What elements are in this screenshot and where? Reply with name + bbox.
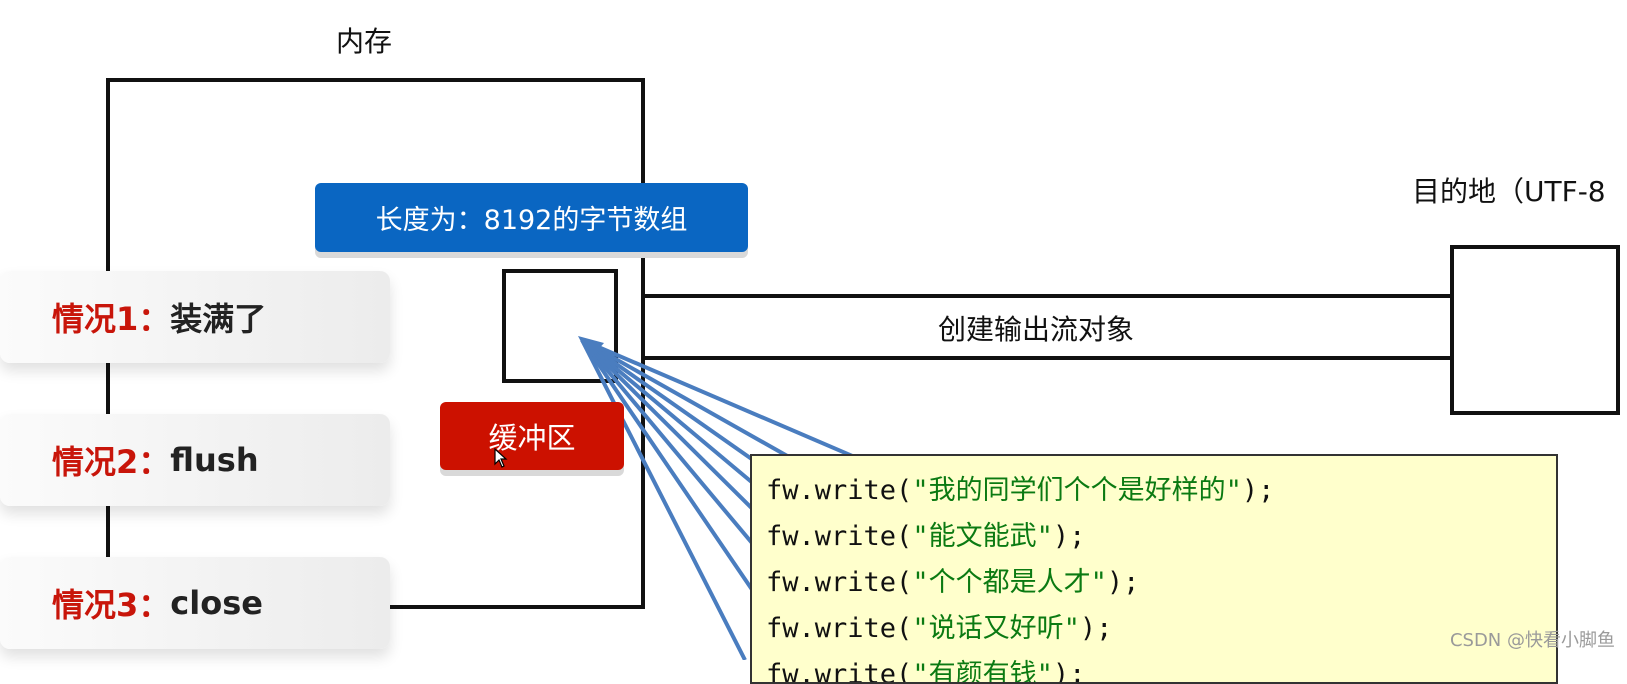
code-line: fw.write("能文能武"); xyxy=(766,521,1086,552)
case-1-prefix: 情况1： xyxy=(52,300,171,338)
case-2-prefix: 情况2： xyxy=(52,443,171,481)
arrow-8 xyxy=(580,339,747,660)
stream-label: 创建输出流对象 xyxy=(938,313,1135,346)
code-line: fw.write("个个都是人才"); xyxy=(766,567,1140,598)
case-2-text: flush xyxy=(170,441,259,479)
code-line: fw.write("说话又好听"); xyxy=(766,613,1113,644)
buffer-label: 缓冲区 xyxy=(440,402,624,470)
code-line: fw.write("有颜有钱"); xyxy=(766,659,1086,684)
case-3-prefix: 情况3： xyxy=(52,586,171,624)
case-1-text: 装满了 xyxy=(170,300,267,338)
memory-title: 内存 xyxy=(336,25,393,58)
case-card-1: 情况1：装满了 xyxy=(0,271,390,363)
byte-array-length-label: 长度为：8192的字节数组 xyxy=(315,183,748,252)
destination-box xyxy=(1450,245,1620,415)
arrow-head xyxy=(578,336,604,359)
code-line: fw.write("我的同学们个个是好样的"); xyxy=(766,475,1275,506)
case-card-3: 情况3：close xyxy=(0,557,390,649)
case-card-2: 情况2：flush xyxy=(0,414,390,506)
destination-label: 目的地（UTF-8 xyxy=(1412,175,1606,208)
mouse-pointer-icon xyxy=(494,448,508,468)
watermark: CSDN @快看小脚鱼 xyxy=(1449,630,1615,651)
code-snippet: fw.write("我的同学们个个是好样的"); fw.write("能文能武"… xyxy=(750,454,1558,684)
case-3-text: close xyxy=(170,584,263,622)
